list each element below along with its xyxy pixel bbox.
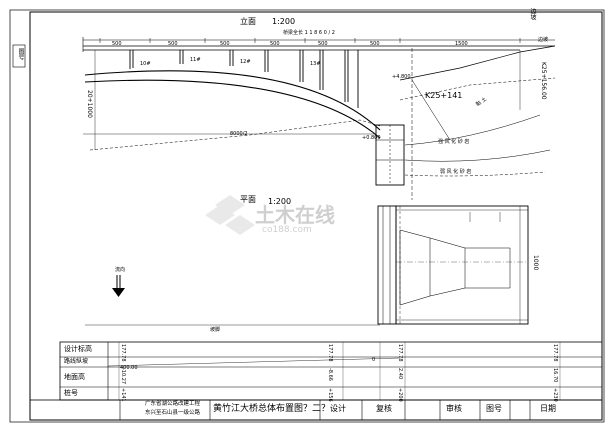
vertical-right-label: K25+156.00 [540,62,547,100]
side-label: 边坡 [538,37,549,43]
vertical-left-label: 20+1000 [86,90,93,118]
station-value-2: +156 [327,388,333,402]
slope-value-1: 400.00 [120,365,138,371]
row-design-elevation: 设计标高 [64,345,92,353]
bank-label: 坡脚 [210,327,221,333]
plan-scale: 1:200 [268,197,292,206]
plan-title: 平面 [240,195,256,204]
elevation-title: 立面 [240,17,256,26]
design-value-2: 177.78 [327,344,333,362]
station-value-3: +200 [397,388,403,402]
rock-label-weathered: 强 风 化 砂 岩 [438,139,470,145]
design-value-1: 177.78 [120,344,126,362]
drawing-title: 黄竹江大桥总体布置图？二？ [213,404,331,414]
row-grade: 路线纵坡 [64,358,89,365]
row-station: 桩号 [64,389,78,397]
plan-view [85,205,529,326]
watermark-cn: 土木在线 [255,203,335,227]
flow-label: 流向 [115,267,126,273]
flow-arrow [112,275,125,297]
title-block-grid [29,399,603,421]
arch-rib-lower [84,79,381,139]
ground-value-2: -8.66 [327,368,333,381]
elevation-mark-1: +0.800 [362,135,381,141]
pier-label-11: 11# [190,57,201,63]
rock-label-slightly: 弱 风 化 砂 岩 [440,169,472,175]
span-dim-1: 500 [112,41,122,47]
design-label: 设计 [330,404,346,413]
outer-frame [9,9,605,423]
span-dim-6: 500 [370,41,380,47]
pier-label-12: 12# [240,59,251,65]
span-dim-3: 500 [220,41,230,47]
binding-box [12,44,26,68]
design-value-3: 177.78 [397,344,403,362]
span-dim-4: 500 [270,41,280,47]
project-unit-line2: 东兴至石山县一级公路 [145,410,201,416]
top-left-label: 图号 [17,48,24,60]
watermark-en: co188.com [262,225,312,235]
station-value-4: +230 [552,388,558,402]
pier-label-10: 10# [140,61,151,67]
check-label: 审核 [446,404,462,413]
date-label: 日期 [540,404,556,413]
pier-label-13: 13# [310,61,321,67]
elevation-view [82,37,556,200]
station-label: K25+141 [425,91,463,100]
span-dim-2: 500 [168,41,178,47]
span-dim-5: 500 [318,41,328,47]
top-right-label: 边坡 [529,8,536,20]
plan-dim: 1000 [532,255,539,271]
ground-value-1: -10.27 [120,368,126,385]
total-length-label: 桥梁全长 1 1 8 6 0 / 2 [283,30,335,36]
ground-value-4: 16.70 [552,368,558,383]
review-label: 复核 [376,404,392,413]
elevation-mark-2: +4.800 [392,74,411,80]
elevation-scale: 1:200 [272,17,296,26]
drawing-number-label: 图号 [486,404,502,413]
ground-value-3: 2.40 [397,368,403,380]
row-ground-elevation: 地面高 [64,373,85,381]
station-value-1: +141 [120,388,126,402]
span-label: 8000/2 [230,131,248,137]
watermark-logo [205,195,255,235]
project-unit-line1: 广东省湖公路改建工程 [145,401,201,407]
slope-value-2: 0 [372,357,376,363]
design-value-4: 177.78 [552,344,558,362]
arch-rib-upper [84,70,381,131]
span-dim-7: 1500 [455,41,468,47]
